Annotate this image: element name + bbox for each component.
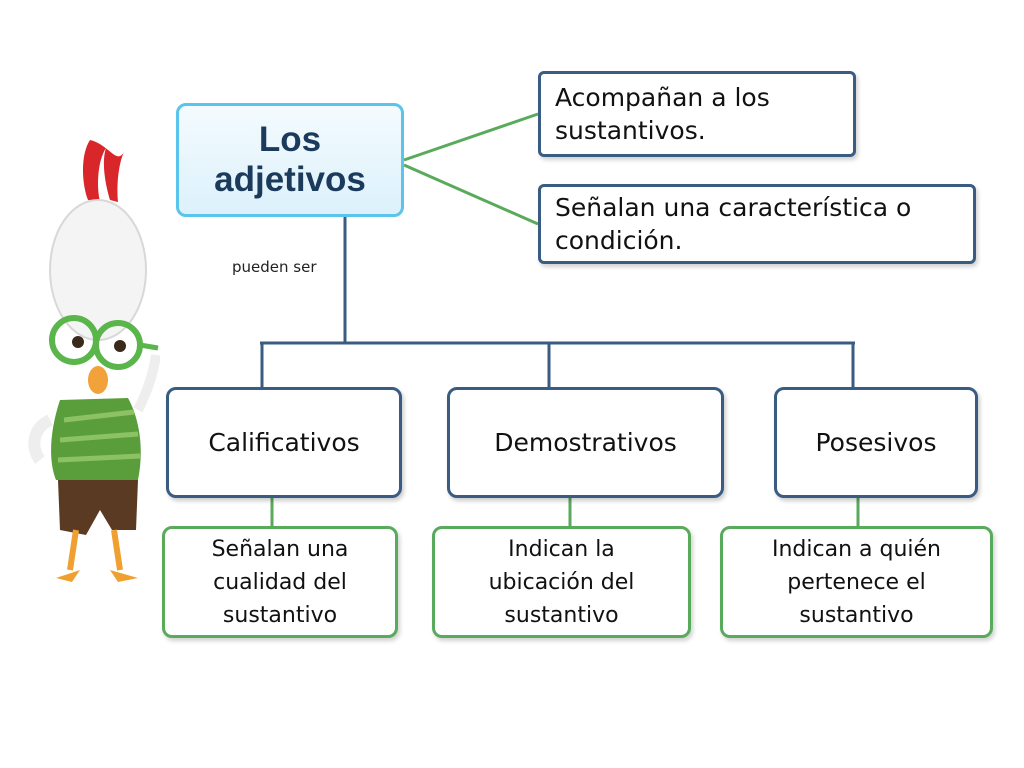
category-description-box-1: Señalan una cualidad del sustantivo: [162, 526, 398, 638]
connector-main-to-desc-1: [403, 112, 539, 162]
category-description-box-2: Indican la ubicación del sustantivo: [432, 526, 691, 638]
link-label: pueden ser: [232, 258, 317, 276]
category-box-2: Demostrativos: [447, 387, 724, 498]
connector-main-to-desc-2: [403, 163, 539, 226]
main-concept-box: Los adjetivos: [176, 103, 404, 217]
description-box-1: Acompañan a los sustantivos.: [538, 71, 856, 157]
category-description-box-3: Indican a quién pertenece el sustantivo: [720, 526, 993, 638]
category-box-3: Posesivos: [774, 387, 978, 498]
category-box-1: Calificativos: [166, 387, 402, 498]
cartoon-chicken-icon: [28, 140, 160, 582]
description-box-2: Señalan una característica o condición.: [538, 184, 976, 264]
